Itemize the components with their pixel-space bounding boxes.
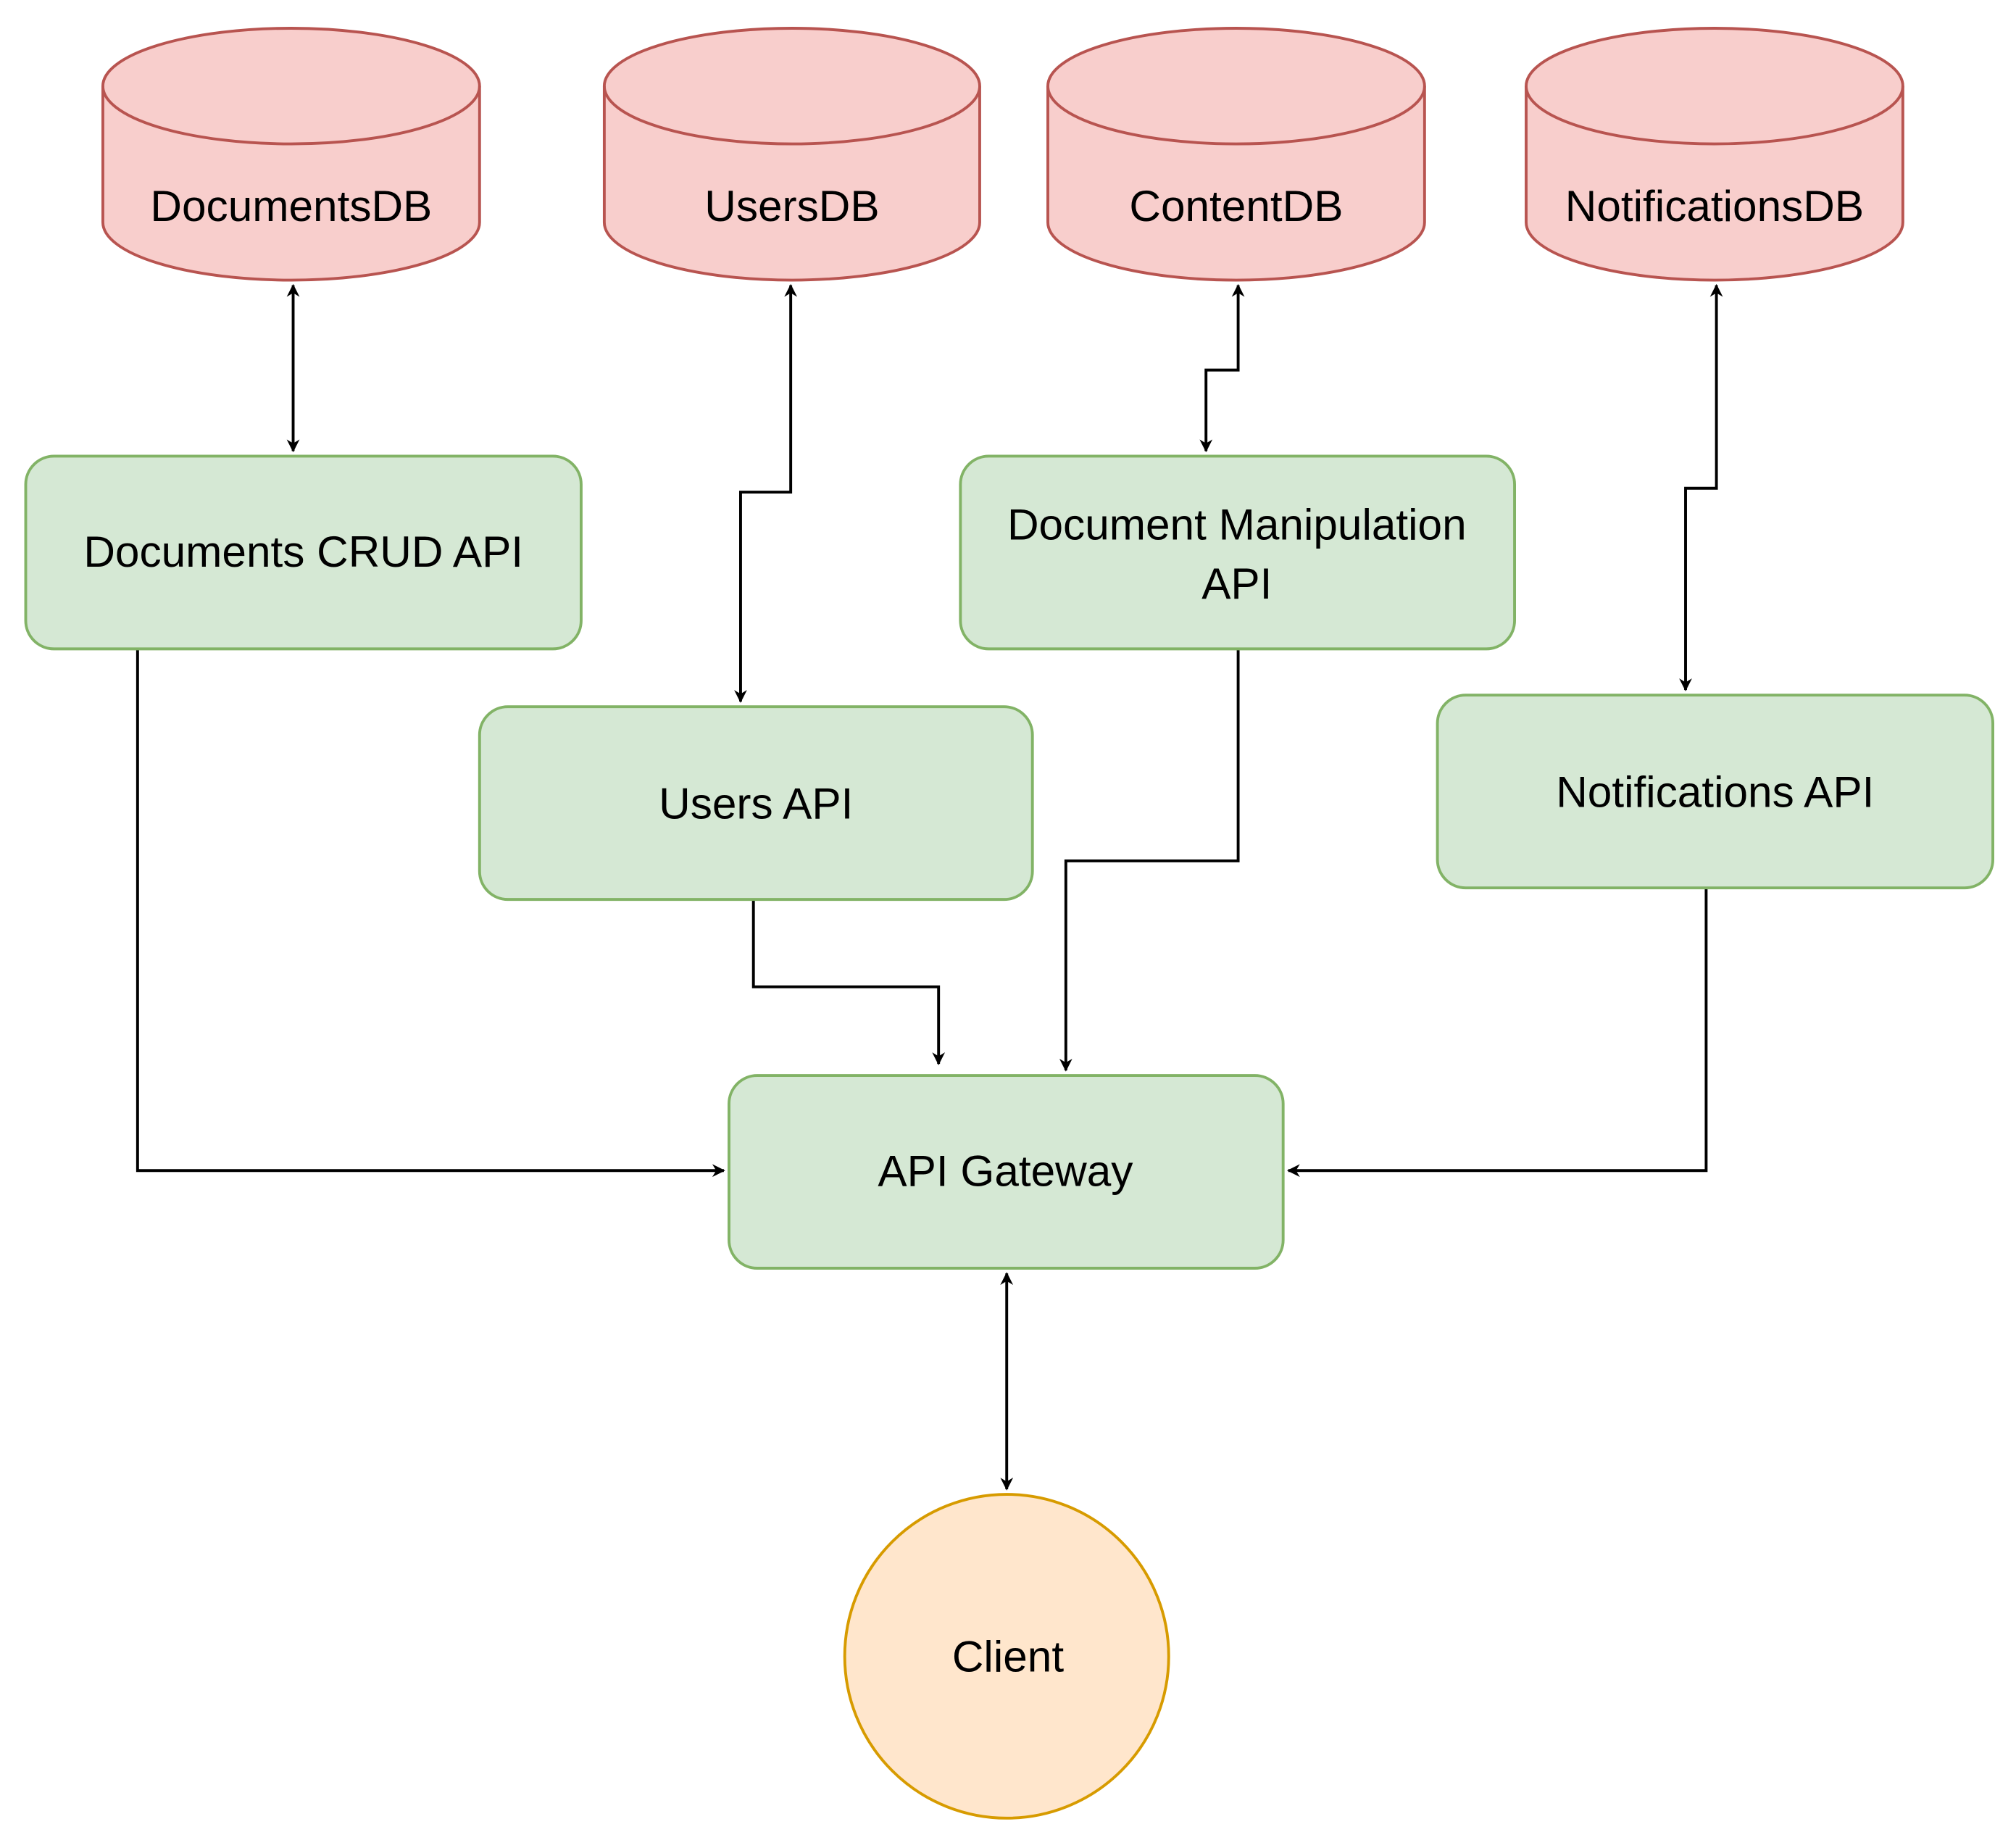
database-usersdb[interactable]: UsersDB xyxy=(602,27,981,282)
service-box xyxy=(1436,694,1995,890)
edge-usersapi-gateway xyxy=(751,899,946,1065)
edge-contentdb-docmanip xyxy=(1199,283,1245,453)
service-notifications-api[interactable]: Notifications API xyxy=(1436,694,1995,890)
edge-notificationsdb-notifapi xyxy=(1679,283,1723,691)
service-label: Notifications API xyxy=(1556,767,1874,816)
service-document-manipulation-api[interactable]: Document Manipulation API xyxy=(959,454,1517,651)
edge-docmanip-gateway xyxy=(1059,649,1240,1072)
service-label-line2: API xyxy=(1201,559,1272,608)
edges xyxy=(136,283,1723,1491)
edge-crud-gateway xyxy=(136,649,725,1178)
edge-usersdb-usersapi xyxy=(734,283,798,703)
actor-client[interactable]: Client xyxy=(843,1493,1170,1820)
database-label: UsersDB xyxy=(704,181,879,230)
database-documentsdb[interactable]: DocumentsDB xyxy=(101,27,481,282)
database-label: NotificationsDB xyxy=(1565,181,1864,230)
service-box xyxy=(478,705,1034,902)
service-documents-crud-api[interactable]: Documents CRUD API xyxy=(24,454,583,651)
service-users-api[interactable]: Users API xyxy=(478,705,1034,902)
service-api-gateway[interactable]: API Gateway xyxy=(728,1074,1285,1270)
service-label: Users API xyxy=(659,778,853,828)
database-cylinder-lid xyxy=(602,86,981,146)
service-box xyxy=(959,454,1517,651)
database-cylinder-lid xyxy=(1046,86,1426,146)
service-label-line1: Document Manipulation xyxy=(1007,500,1467,549)
database-cylinder-body xyxy=(1046,27,1426,282)
service-label: Documents CRUD API xyxy=(83,527,523,576)
client-label: Client xyxy=(952,1632,1064,1681)
database-label: DocumentsDB xyxy=(150,181,432,230)
database-cylinder-lid xyxy=(1525,86,1904,146)
database-label: ContentDB xyxy=(1129,181,1343,230)
database-cylinder-body xyxy=(1525,27,1904,282)
edge-notifapi-gateway xyxy=(1287,888,1708,1178)
database-cylinder-body xyxy=(602,27,981,282)
client-circle xyxy=(843,1493,1170,1820)
service-label: API Gateway xyxy=(878,1146,1133,1196)
database-cylinder-body xyxy=(101,27,481,282)
service-box xyxy=(24,454,583,651)
database-contentdb[interactable]: ContentDB xyxy=(1046,27,1426,282)
service-box xyxy=(728,1074,1285,1270)
database-notificationsdb[interactable]: NotificationsDB xyxy=(1525,27,1904,282)
database-cylinder-lid xyxy=(101,86,481,146)
